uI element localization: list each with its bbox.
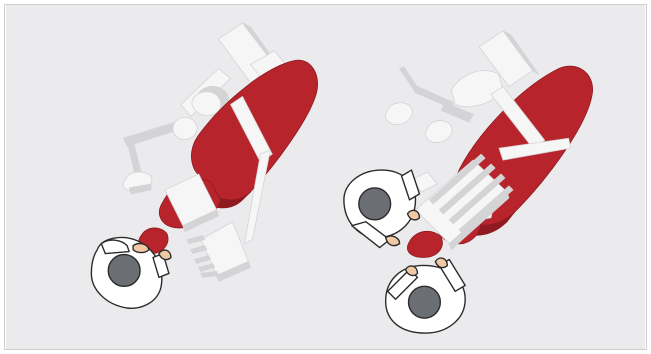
dental-chairs-illustration [5, 5, 646, 349]
right-unit-base [450, 30, 540, 108]
illustration-frame [4, 4, 647, 350]
left-dentist-figure [90, 236, 172, 309]
right-dental-unit [385, 30, 593, 258]
right-operating-light [385, 66, 474, 143]
right-dentist-figure [343, 169, 421, 249]
left-dental-unit [122, 22, 318, 282]
left-instrument-tray [186, 221, 251, 282]
background [5, 5, 646, 349]
left-armrest [164, 96, 273, 245]
right-instrument-tray [411, 153, 514, 250]
right-assistant-figure [384, 257, 466, 334]
left-operating-light [122, 68, 231, 195]
